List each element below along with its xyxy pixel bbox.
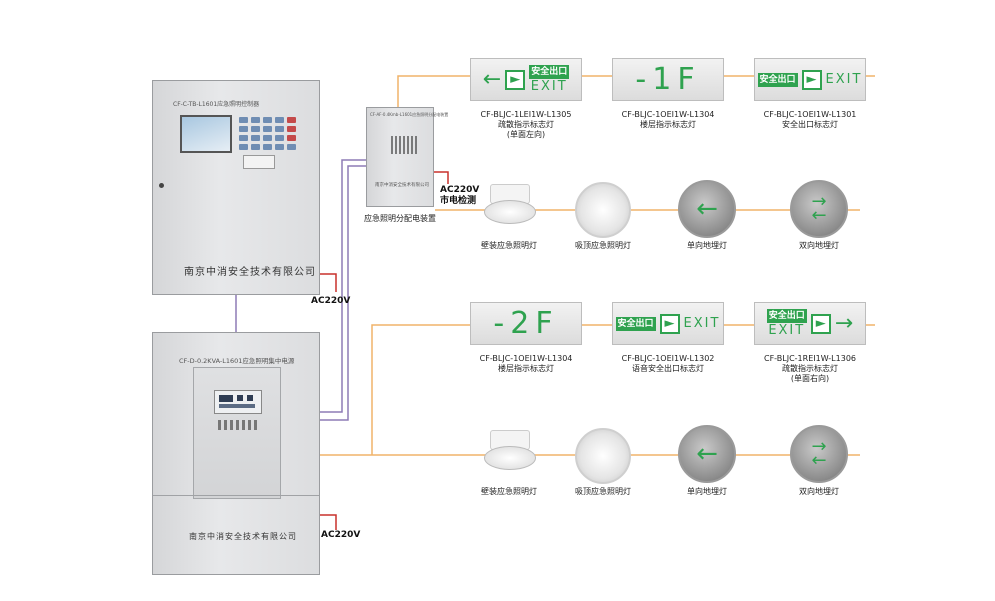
controller-keypad: [239, 117, 296, 150]
controller-screen: [180, 115, 232, 153]
sign-anquan-text: 安全出口: [529, 65, 570, 79]
distribution-caption: 应急照明分配电装置: [364, 214, 436, 223]
psu-divider: [153, 495, 319, 496]
evacuation-sign-right: 安全出口 EXIT ► →: [754, 302, 866, 345]
ceiling-light-top: [575, 182, 631, 238]
centralized-power-supply: CF-D-0.2KVA-L1601应急照明集中电源 南京中消安全技术有限公司: [152, 332, 320, 575]
voice-safety-exit-sign: 安全出口 ► EXIT: [612, 302, 724, 345]
distribution-link-line-1: [320, 159, 366, 413]
distribution-link-line-2: [320, 165, 366, 421]
floor-number-text: -1F: [635, 62, 701, 97]
top-sign-3-caption: CF-BLJC-1OEI1W-L1301 安全出口标志灯: [763, 110, 857, 129]
sign-exit-text: EXIT: [530, 79, 568, 94]
bottom-sign-1-caption: CF-BLJC-1OEI1W-L1304 楼层指示标志灯: [479, 354, 573, 373]
left-arrow-icon: ←: [811, 450, 827, 471]
psu-vents: [218, 420, 258, 430]
psu-display: [214, 390, 262, 414]
bottom-light-2-caption: 吸顶应急照明灯: [575, 487, 631, 496]
sign-anquan-text: 安全出口: [615, 316, 656, 331]
controller-printer: [243, 155, 275, 169]
top-sign-1-caption: CF-BLJC-1LEI1W-L1305 疏散指示标志灯 (单面左向): [480, 110, 572, 139]
psu-ac-label: AC220V: [321, 530, 361, 540]
distribution-device: CF-AF-0.4Kmb-L1601应急照明分配电装置 南京中消安全技术有限公司: [366, 107, 448, 207]
controller-ac-label: AC220V: [311, 296, 351, 306]
right-arrow-icon: →: [834, 310, 854, 336]
controller-model-label: CF-C-TB-L1601应急照明控制器: [173, 101, 260, 108]
distribution-ac-label: AC220V 市电检测: [440, 185, 479, 207]
controller-company: 南京中消安全技术有限公司: [184, 267, 316, 278]
bottom-sign-3-caption: CF-BLJC-1REI1W-L1306 疏散指示标志灯 (单面右向): [763, 354, 857, 383]
one-way-ground-light-top: ←: [678, 180, 736, 238]
floor-sign-minus2: -2F: [470, 302, 582, 345]
wall-light-bottom: [484, 430, 536, 472]
psu-power-line: [320, 514, 337, 530]
evacuation-sign-left: ← ► 安全出口 EXIT: [470, 58, 582, 101]
distribution-model-label: CF-AF-0.4Kmb-L1601应急照明分配电装置: [370, 112, 449, 117]
psu-company: 南京中消安全技术有限公司: [189, 532, 297, 541]
distribution-indicator-panel: [391, 136, 417, 154]
controller-power-line: [320, 273, 337, 292]
sign-exit-text: EXIT: [683, 316, 721, 331]
floor-number-text: -2F: [493, 306, 559, 341]
two-way-ground-light-top: → ←: [790, 180, 848, 238]
sign-exit-text: EXIT: [768, 323, 806, 338]
running-man-icon: ►: [505, 69, 526, 90]
left-arrow-icon: ←: [811, 205, 827, 226]
running-man-icon: ►: [810, 313, 831, 334]
psu-inner-panel: [193, 367, 281, 499]
ceiling-light-bottom: [575, 428, 631, 484]
sign-anquan-text: 安全出口: [757, 72, 798, 87]
top-light-4-caption: 双向地埋灯: [799, 241, 839, 250]
top-light-2-caption: 吸顶应急照明灯: [575, 241, 631, 250]
top-sign-2-caption: CF-BLJC-1OEI1W-L1304 楼层指示标志灯: [621, 110, 715, 129]
psu-model-label: CF-D-0.2KVA-L1601应急照明集中电源: [179, 357, 295, 365]
top-light-3-caption: 单向地埋灯: [687, 241, 727, 250]
distribution-ac-line2: 市电检测: [440, 196, 477, 206]
left-arrow-icon: ←: [696, 194, 718, 224]
left-arrow-icon: ←: [696, 439, 718, 469]
bottom-light-3-caption: 单向地埋灯: [687, 487, 727, 496]
distribution-company: 南京中消安全技术有限公司: [375, 183, 429, 188]
wall-light-top: [484, 184, 536, 226]
right-arrow-icon: →: [811, 436, 827, 457]
bottom-light-1-caption: 壁装应急照明灯: [481, 487, 537, 496]
two-way-ground-light-bottom: → ←: [790, 425, 848, 483]
right-arrow-icon: →: [811, 191, 827, 212]
controller-lock-icon: [159, 183, 164, 188]
running-man-icon: ►: [801, 69, 822, 90]
bottom-light-4-caption: 双向地埋灯: [799, 487, 839, 496]
sign-anquan-text: 安全出口: [766, 309, 807, 323]
floor-sign-minus1: -1F: [612, 58, 724, 101]
sign-exit-text: EXIT: [825, 72, 863, 87]
bottom-sign-2-caption: CF-BLJC-1OEI1W-L1302 语音安全出口标志灯: [621, 354, 715, 373]
emergency-lighting-controller: CF-C-TB-L1601应急照明控制器 南京中消安全技术有限公司: [152, 80, 320, 295]
running-man-icon: ►: [659, 313, 680, 334]
distribution-ac-line1: AC220V: [440, 185, 480, 195]
safety-exit-sign: 安全出口 ► EXIT: [754, 58, 866, 101]
left-arrow-icon: ←: [482, 66, 502, 92]
top-light-1-caption: 壁装应急照明灯: [481, 241, 537, 250]
distribution-power-line: [434, 171, 449, 184]
one-way-ground-light-bottom: ←: [678, 425, 736, 483]
